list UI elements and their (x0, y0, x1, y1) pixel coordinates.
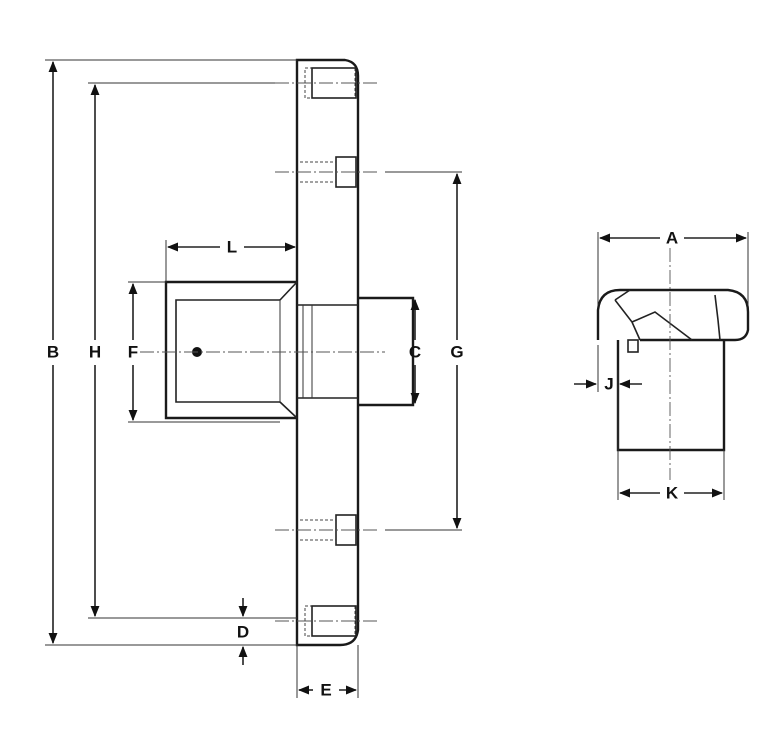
cap-right-detail (714, 294, 721, 341)
label-l: L (227, 238, 237, 257)
sleeve-inner (175, 299, 280, 403)
label-h: H (89, 343, 101, 362)
dimensions-section: A J K (574, 229, 749, 503)
side-view (140, 58, 415, 647)
hub-boss (358, 296, 415, 407)
label-c: C (409, 343, 421, 362)
dimensions-side: B H F L C G D E (45, 59, 464, 700)
cap-groove (614, 289, 693, 341)
label-f: F (128, 343, 138, 362)
label-e: E (320, 681, 331, 700)
cap-outline (596, 288, 750, 342)
label-a: A (666, 229, 678, 248)
label-g: G (450, 343, 463, 362)
sleeve-chamfer-top (279, 281, 298, 301)
flange-plate (295, 58, 360, 647)
label-d: D (237, 623, 249, 642)
body-outline (616, 340, 726, 452)
sleeve-chamfer-bottom (279, 401, 298, 419)
label-k: K (666, 484, 679, 503)
cap-notch (627, 339, 639, 353)
label-j: J (604, 375, 613, 394)
label-b: B (47, 343, 59, 362)
section-view (596, 248, 750, 480)
sleeve-outer (164, 280, 297, 420)
